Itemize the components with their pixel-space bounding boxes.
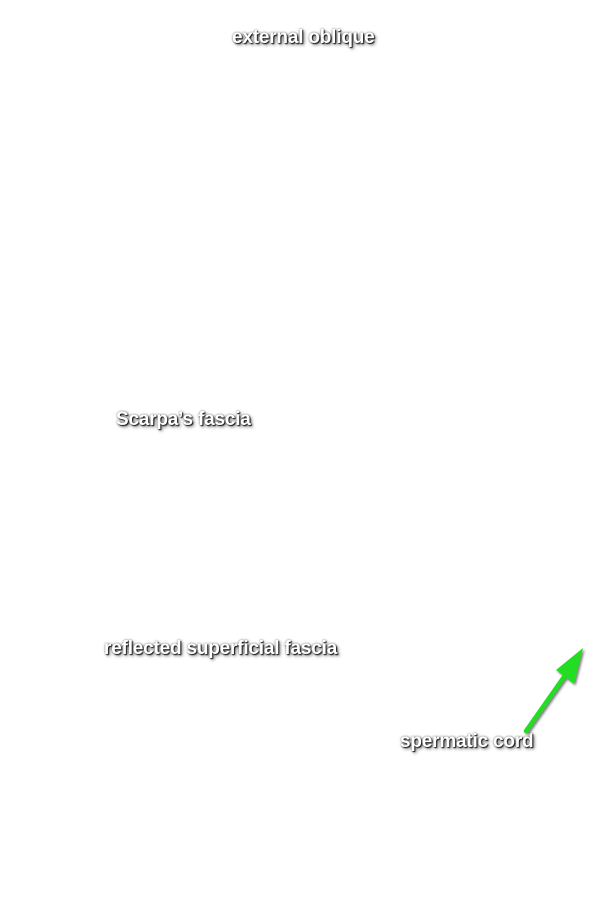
label-spermatic-cord: spermatic cord — [400, 731, 534, 752]
label-reflected-superficial-fascia: reflected superficial fascia — [104, 638, 338, 659]
label-scarpas-fascia: Scarpa’s fascia — [116, 409, 251, 430]
label-external-oblique: external oblique — [232, 27, 375, 48]
